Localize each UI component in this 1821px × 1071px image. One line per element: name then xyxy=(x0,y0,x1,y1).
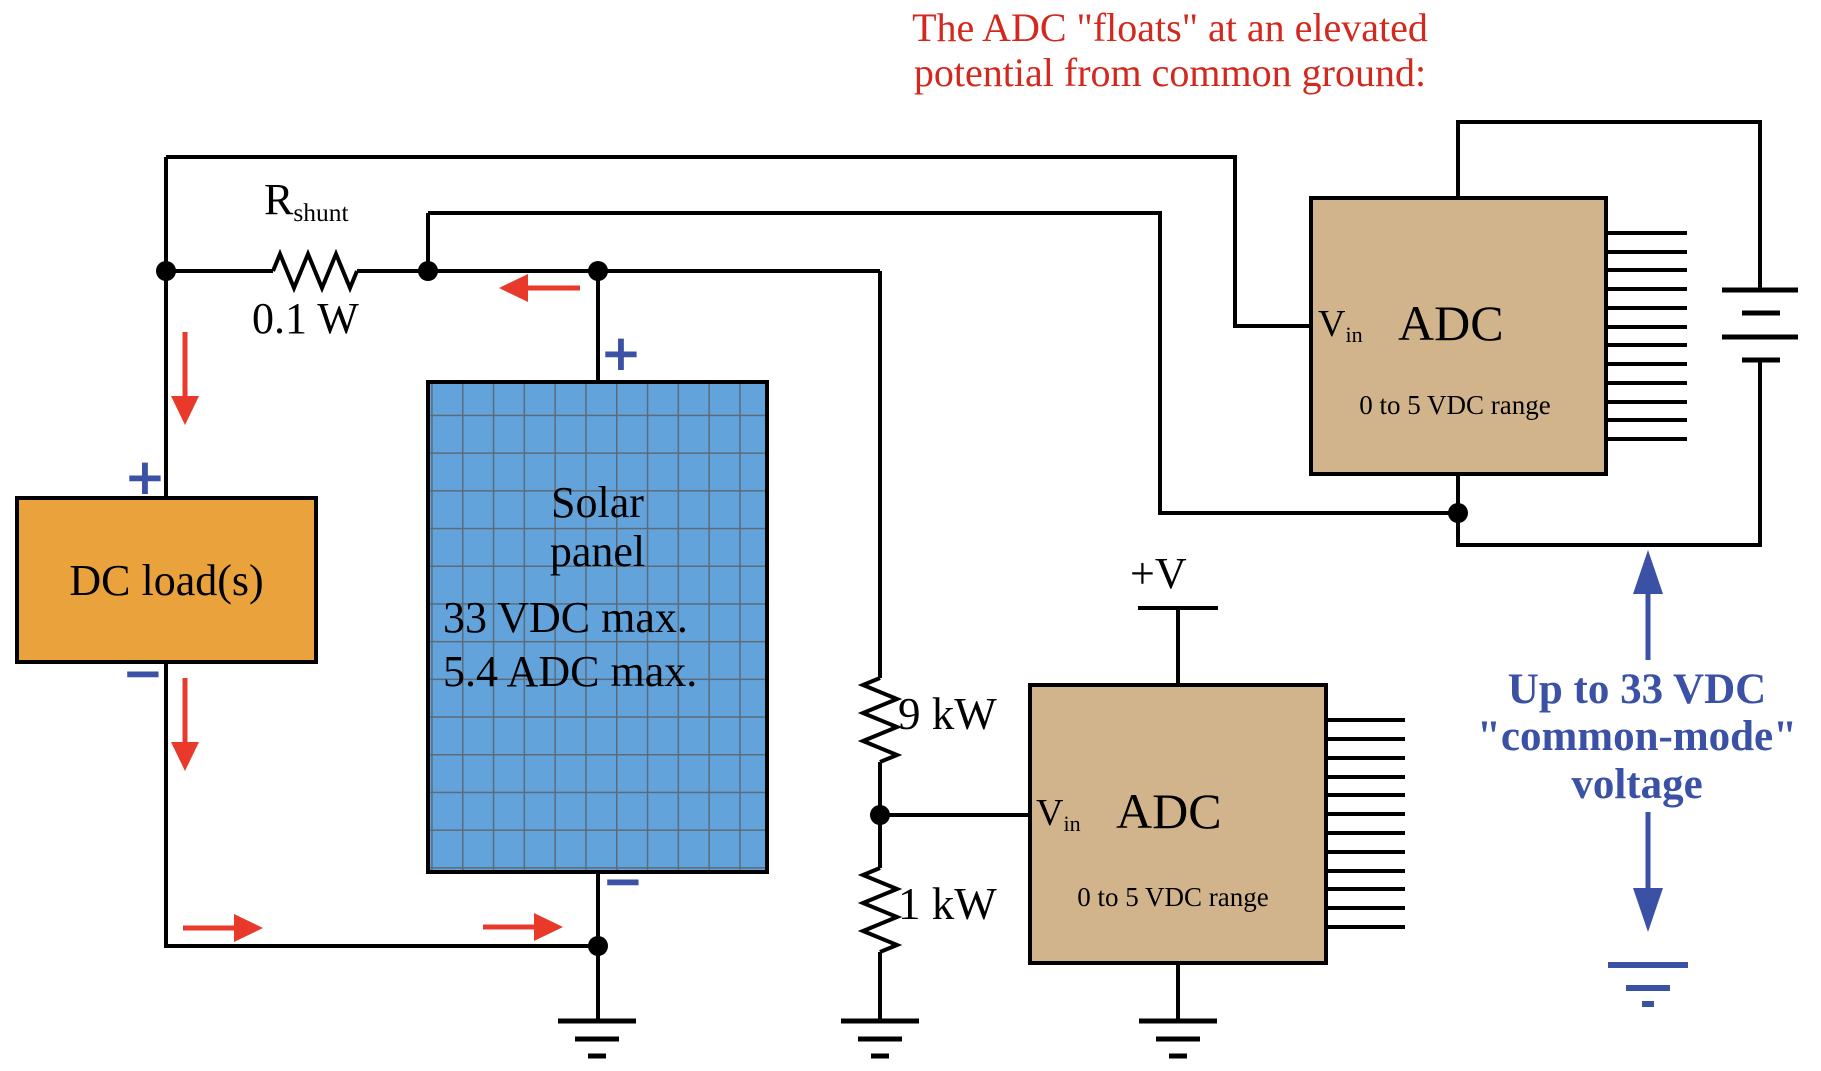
adc-lower-vin-sub: in xyxy=(1063,811,1081,837)
solar-name-line1: Solar xyxy=(551,478,644,527)
divider-bottom-resistor-label: 1 kW xyxy=(898,879,997,929)
solar-minus-sign: − xyxy=(602,852,644,910)
current-arrow-right-2 xyxy=(483,913,563,941)
common-mode-annotation: Up to 33 VDC "common-mode" voltage xyxy=(1462,666,1812,808)
shunt-ref-main: R xyxy=(264,175,294,224)
ground-icon-divider xyxy=(841,1018,919,1059)
adc-lower-name: ADC xyxy=(1116,783,1222,839)
adc-lower-range: 0 to 5 VDC range xyxy=(1077,882,1269,912)
adc-lower-vin-main: V xyxy=(1036,792,1064,834)
adc-lower-box xyxy=(1028,683,1328,965)
dc-load-label: DC load(s) xyxy=(69,555,264,605)
adc-upper-name: ADC xyxy=(1398,295,1504,351)
shunt-resistor-icon xyxy=(271,248,359,294)
page-title: The ADC "floats" at an elevated potentia… xyxy=(870,5,1470,96)
annotation-line3: voltage xyxy=(1571,760,1703,808)
current-arrow-left xyxy=(499,274,580,302)
solar-name-line2: panel xyxy=(549,527,646,577)
annotation-line1: Up to 33 VDC xyxy=(1507,666,1767,713)
shunt-ref-sub: shunt xyxy=(293,198,349,228)
current-arrow-down-top xyxy=(171,332,199,425)
title-line1: The ADC "floats" at an elevated xyxy=(912,5,1428,50)
adc-lower-power-label: +V xyxy=(1130,549,1187,598)
wire-network xyxy=(164,120,1762,1021)
title-line2: potential from common ground: xyxy=(913,49,1427,95)
adc-upper-vin-main: V xyxy=(1318,303,1346,345)
shunt-value-label: 0.1 W xyxy=(252,294,359,343)
divider-bottom-resistor-icon xyxy=(857,866,903,954)
solar-panel-graphic xyxy=(426,380,769,874)
divider-top-resistor-icon xyxy=(857,676,903,764)
solar-spec-current: 5.4 ADC max. xyxy=(443,647,698,696)
battery-icon xyxy=(1722,287,1798,363)
ground-icon-solar xyxy=(558,1018,636,1059)
adc-lower-vin-label: Vin xyxy=(1036,791,1081,837)
solar-panel-name: Solar panel xyxy=(428,478,767,577)
ground-icon-common-blue xyxy=(1608,962,1688,1007)
shunt-ref-label: Rshunt xyxy=(264,174,349,228)
junction-dots xyxy=(156,261,1468,956)
ground-icon-adc-lower xyxy=(1139,1018,1217,1059)
adc-lower-output-pins xyxy=(1328,718,1405,929)
dc-load-box: DC load(s) xyxy=(15,496,318,664)
dc-load-plus-sign: + xyxy=(124,448,166,506)
adc-upper-range: 0 to 5 VDC range xyxy=(1359,390,1551,420)
dc-load-minus-sign: − xyxy=(122,644,164,702)
solar-spec-voltage: 33 VDC max. xyxy=(443,593,688,642)
adc-upper-box xyxy=(1309,196,1608,476)
adc-upper-vin-label: Vin xyxy=(1318,302,1363,348)
annotation-line2: "common-mode" xyxy=(1476,713,1798,761)
adc-upper-vin-sub: in xyxy=(1345,322,1363,348)
common-mode-arrow xyxy=(1633,550,1663,932)
divider-top-resistor-label: 9 kW xyxy=(898,689,997,739)
current-arrow-right-1 xyxy=(183,914,263,942)
solar-plus-sign: + xyxy=(600,324,642,382)
adc-upper-output-pins xyxy=(1608,231,1687,441)
current-arrow-down-bottom xyxy=(171,678,199,771)
